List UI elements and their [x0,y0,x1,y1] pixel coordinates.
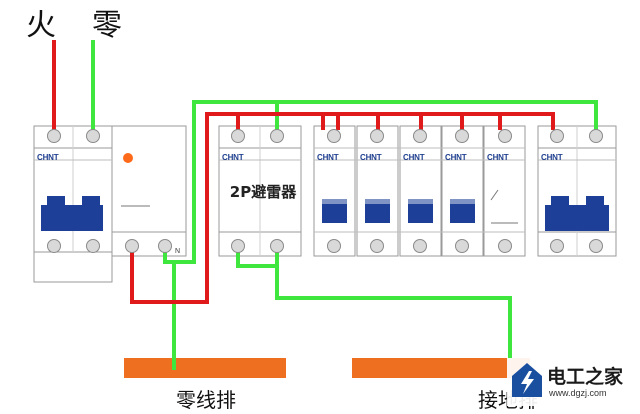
main-breaker [33,125,113,283]
rcd-module [111,125,187,257]
brand-branch-5: CHNT [487,153,509,162]
neutral-busbar [124,358,286,378]
live-distribution-wire [130,112,555,304]
brand-right-breaker: CHNT [541,153,563,162]
right-breaker [537,125,617,257]
live-label: 火 [26,8,56,43]
rcd-indicator [123,153,133,163]
spd-ground-wire [236,246,512,360]
brand-spd: CHNT [222,153,244,162]
spd-label: 2P避雷器 [229,183,297,201]
watermark-url: www.dgzj.com [549,388,607,398]
terminal-n-label: N [175,248,180,255]
house-logo-icon [512,363,542,397]
branch-5-toggle-off [490,189,518,224]
watermark-site-name: 电工之家 [547,366,624,388]
brand-main-breaker: CHNT [37,153,59,162]
brand-branch-4: CHNT [445,153,467,162]
neutral-label: 零 [92,8,122,43]
neutral-busbar-label: 零线排 [176,388,236,412]
brand-branch-3: CHNT [403,153,425,162]
branch-breakers [313,125,526,257]
terminals [47,129,603,253]
watermark: 电工之家 www.dgzj.com [507,358,637,406]
neutral-distribution-wire [163,100,598,370]
brand-branch-2: CHNT [360,153,382,162]
brand-branch-1: CHNT [317,153,339,162]
spd-module [218,125,302,257]
ground-busbar [352,358,530,378]
